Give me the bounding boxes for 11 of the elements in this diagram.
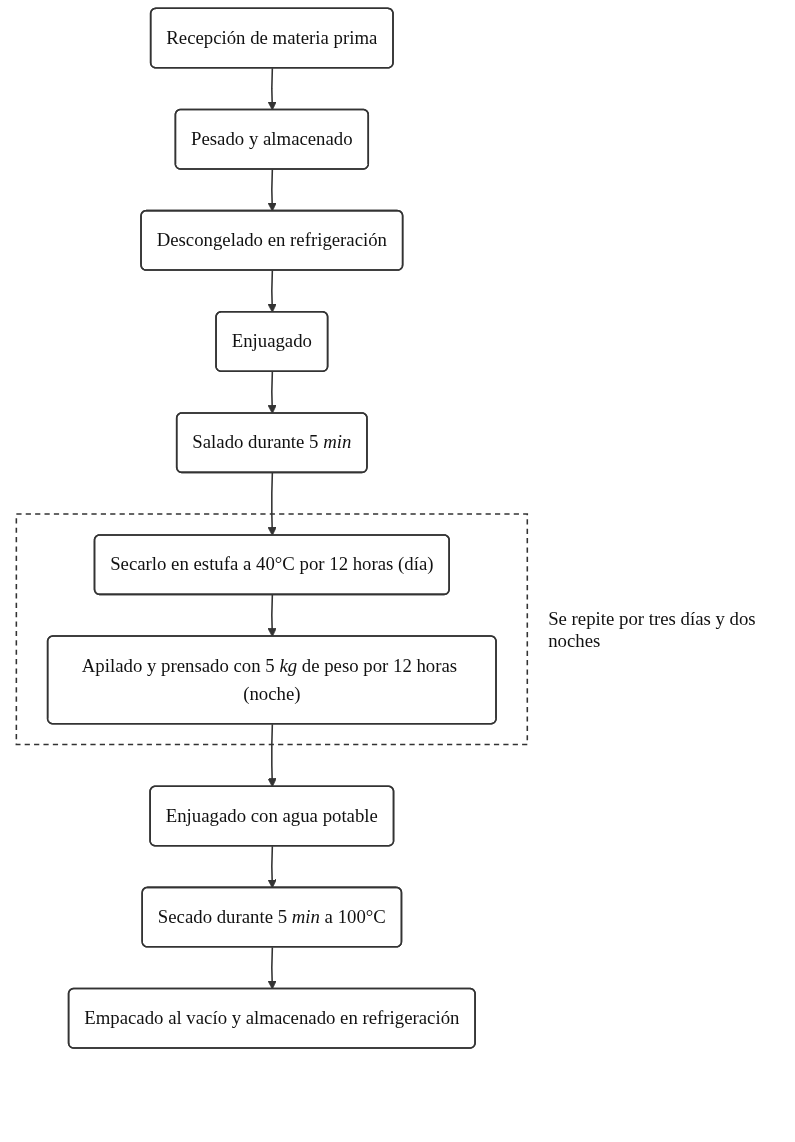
arrow bbox=[267, 946, 277, 990]
arrow bbox=[267, 723, 277, 788]
arrow bbox=[267, 594, 277, 638]
cluster bbox=[15, 513, 528, 746]
arrow bbox=[267, 67, 277, 111]
arrow bbox=[267, 472, 277, 536]
arrow bbox=[267, 370, 277, 414]
arrow bbox=[267, 845, 277, 889]
arrow bbox=[267, 168, 277, 212]
side-note: Se repite por tres días y dos noches bbox=[547, 607, 757, 652]
arrow bbox=[267, 269, 277, 313]
